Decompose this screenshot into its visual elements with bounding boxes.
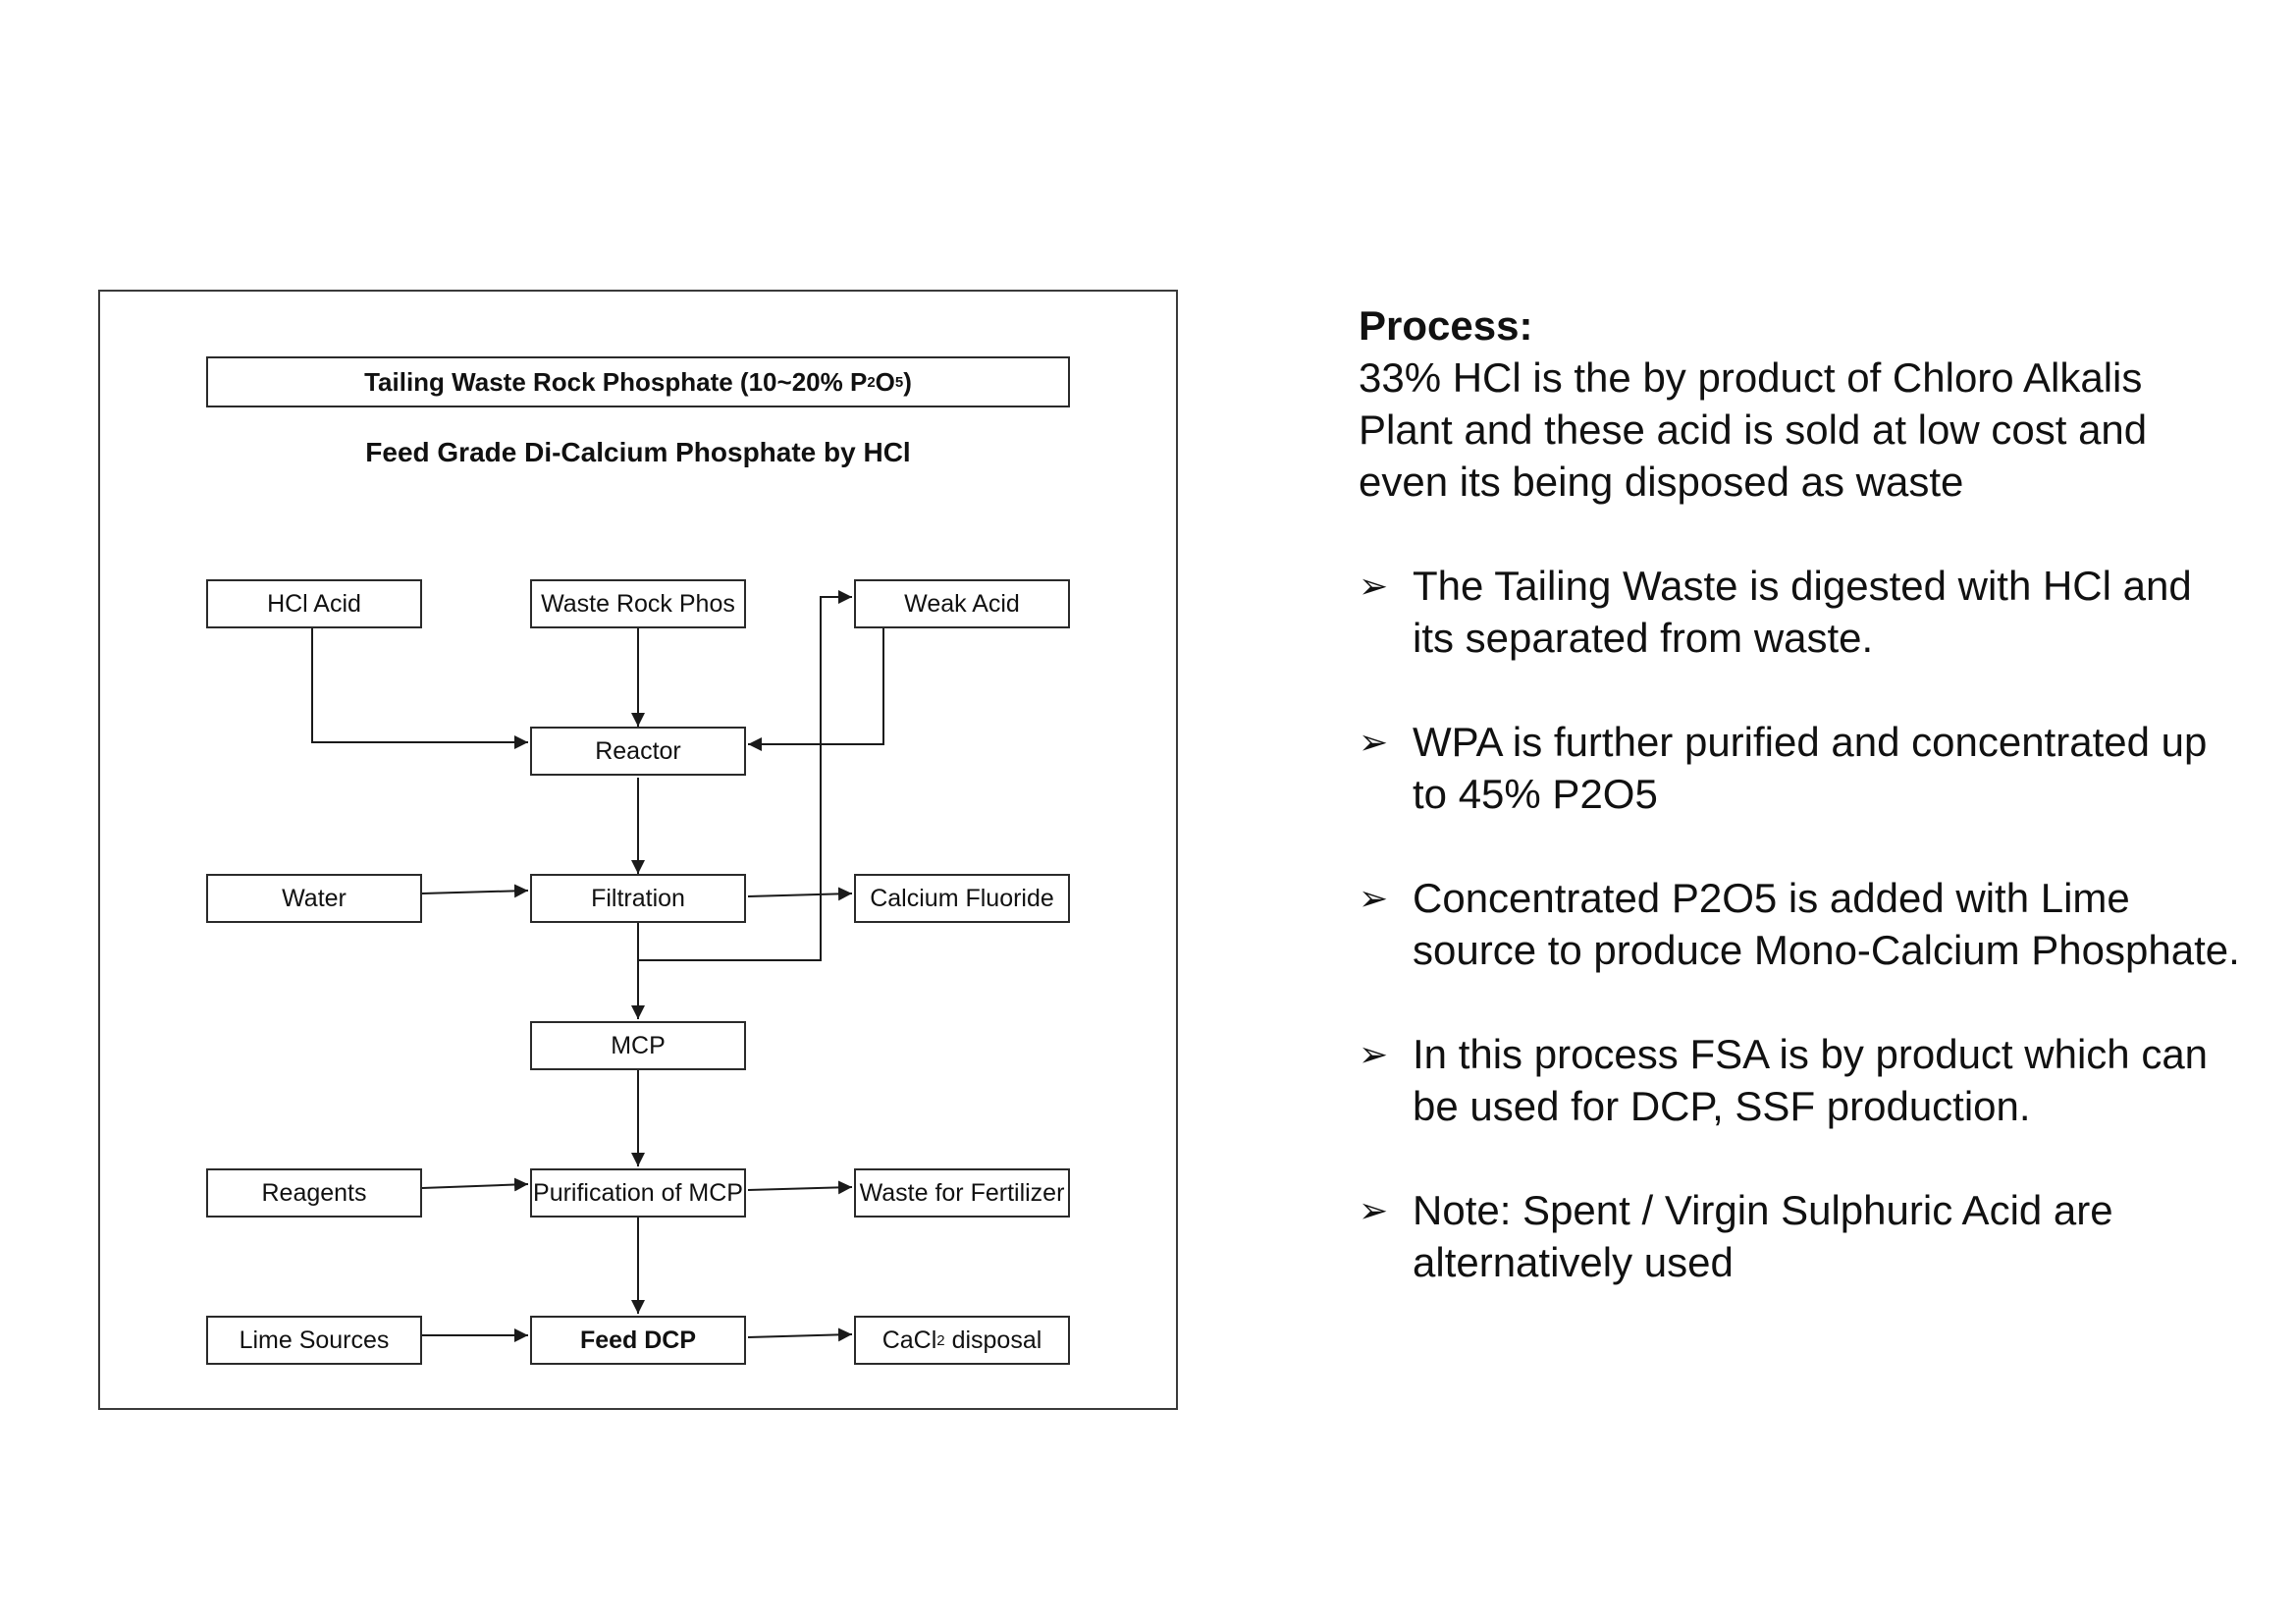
title-sub2: 5 <box>894 373 904 391</box>
process-intro: 33% HCl is the by product of Chloro Alka… <box>1359 354 2148 505</box>
arrow-reagents-to-purification <box>421 1177 529 1192</box>
bullet-text: In this process FSA is by product which … <box>1413 1031 2209 1129</box>
arrow-filtration-to-calcium-fluoride <box>747 887 853 901</box>
arrow-bullet-icon: ➢ <box>1359 878 1389 918</box>
process-heading: Process: <box>1359 302 1533 349</box>
node-purification-of-mcp: Purification of MCP <box>530 1168 746 1218</box>
node-calcium-fluoride: Calcium Fluoride <box>854 874 1070 923</box>
title-prefix: Tailing Waste Rock Phosphate (10~20% P <box>364 366 868 397</box>
arrow-hcl-to-reactor <box>311 628 528 749</box>
bullet-text: Concentrated P2O5 is added with Lime sou… <box>1413 875 2240 973</box>
cacl2-sub: 2 <box>936 1331 945 1349</box>
bullet-item: ➢ In this process FSA is by product whic… <box>1359 1028 2242 1132</box>
bullet-item: ➢ Note: Spent / Virgin Sulphuric Acid ar… <box>1359 1184 2242 1288</box>
cacl2-suffix: disposal <box>944 1326 1042 1354</box>
arrow-bullet-icon: ➢ <box>1359 1034 1389 1074</box>
cacl2-prefix: CaCl <box>881 1326 937 1354</box>
title-suffix: ) <box>903 366 912 397</box>
arrow-bullet-icon: ➢ <box>1359 722 1389 762</box>
node-waste-for-fertilizer: Waste for Fertilizer <box>854 1168 1070 1218</box>
arrow-bullet-icon: ➢ <box>1359 566 1389 606</box>
node-reagents: Reagents <box>206 1168 422 1218</box>
node-hcl-acid: HCl Acid <box>206 579 422 628</box>
arrow-water-to-filtration <box>421 884 529 898</box>
node-reactor: Reactor <box>530 727 746 776</box>
arrow-purification-to-waste-fertilizer <box>747 1180 853 1195</box>
node-lime-sources: Lime Sources <box>206 1316 422 1365</box>
title-mid: O <box>875 366 895 397</box>
bullet-item: ➢ The Tailing Waste is digested with HCl… <box>1359 560 2242 664</box>
title-sub1: 2 <box>867 373 876 391</box>
arrow-filtration-recycle-to-weak-acid <box>638 590 852 961</box>
arrow-feed-dcp-to-cacl2 <box>747 1327 853 1342</box>
bullet-text: WPA is further purified and concentrated… <box>1413 719 2208 817</box>
diagram-subtitle: Feed Grade Di-Calcium Phosphate by HCl <box>365 437 911 467</box>
process-text-panel: Process: 33% HCl is the by product of Ch… <box>1359 299 2242 1288</box>
node-water: Water <box>206 874 422 923</box>
diagram-frame <box>98 290 1178 1410</box>
arrow-weak-acid-to-reactor <box>748 628 884 751</box>
bullet-text: Note: Spent / Virgin Sulphuric Acid are … <box>1413 1187 2113 1285</box>
bullet-item: ➢ Concentrated P2O5 is added with Lime s… <box>1359 872 2242 976</box>
node-mcp: MCP <box>530 1021 746 1070</box>
node-filtration: Filtration <box>530 874 746 923</box>
node-weak-acid: Weak Acid <box>854 579 1070 628</box>
node-feed-dcp: Feed DCP <box>530 1316 746 1365</box>
arrow-bullet-icon: ➢ <box>1359 1190 1389 1230</box>
bullet-text: The Tailing Waste is digested with HCl a… <box>1413 563 2192 661</box>
bullet-item: ➢ WPA is further purified and concentrat… <box>1359 716 2242 820</box>
node-waste-rock-phos: Waste Rock Phos <box>530 579 746 628</box>
